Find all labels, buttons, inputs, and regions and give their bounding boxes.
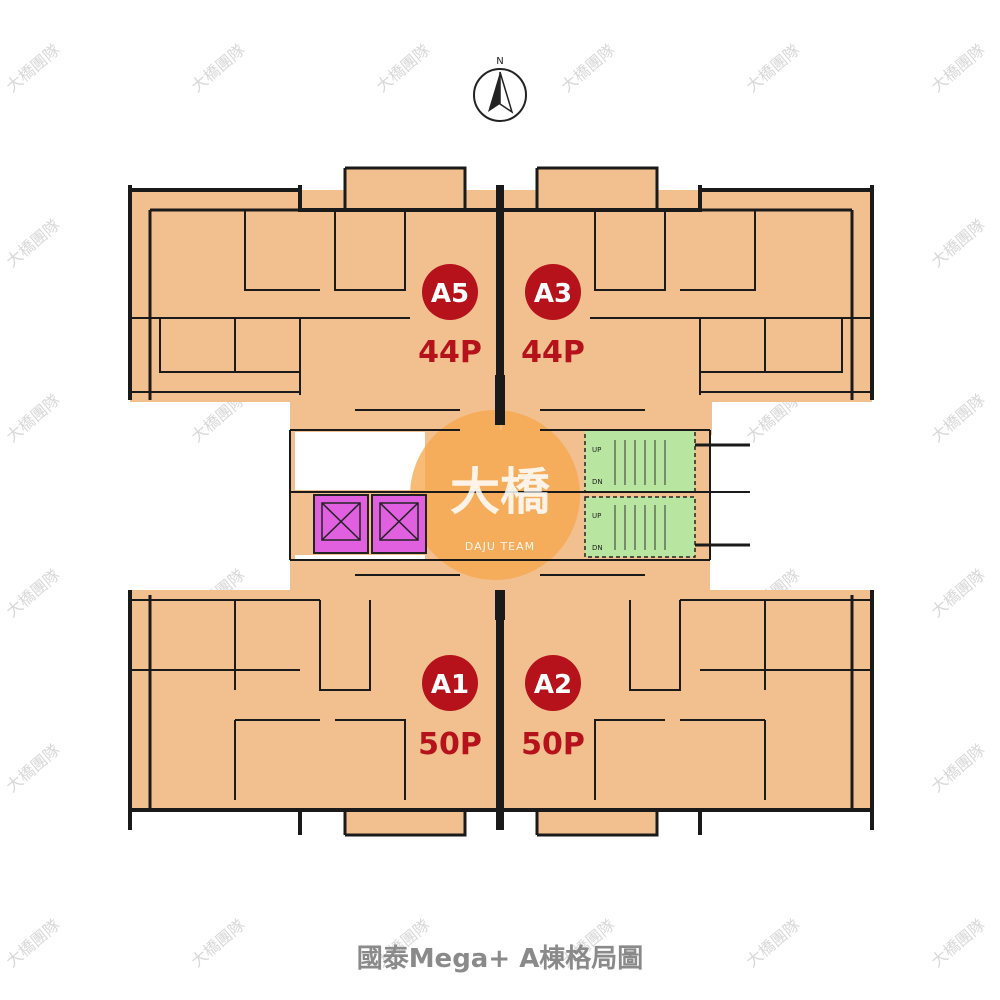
unit-a1: A1 50P: [418, 655, 482, 762]
compass-label: N: [496, 56, 503, 67]
unit-a3-id: A3: [534, 279, 572, 309]
unit-a3: A3 44P: [521, 264, 585, 370]
svg-text:UP: UP: [592, 512, 601, 520]
svg-text:UP: UP: [592, 446, 601, 454]
unit-a3-size: 44P: [521, 335, 585, 370]
unit-a2-id: A2: [534, 670, 572, 700]
stairwells: UP DN UP DN: [584, 429, 696, 558]
unit-a5: A5 44P: [418, 264, 482, 370]
unit-a1-size: 50P: [418, 727, 482, 762]
logo-badge: [410, 410, 580, 580]
unit-a1-id: A1: [431, 670, 469, 700]
unit-a5-size: 44P: [418, 335, 482, 370]
svg-text:DN: DN: [592, 544, 603, 552]
stair-2: [584, 496, 696, 558]
unit-a2-size: 50P: [521, 727, 585, 762]
page-caption: 國泰Mega+ A棟格局圖: [356, 944, 644, 974]
walls: [128, 166, 874, 837]
svg-text:DN: DN: [592, 478, 603, 486]
logo-text: 大橋: [450, 463, 550, 521]
unit-labels: A5 44P A3 44P A1 50P A2 50P: [418, 264, 585, 762]
elevators: [313, 494, 427, 554]
north-arrow-icon: N: [473, 56, 527, 122]
logo-subtext: DAJU TEAM: [464, 540, 536, 553]
unit-a2: A2 50P: [521, 655, 585, 762]
unit-a5-id: A5: [431, 279, 469, 309]
